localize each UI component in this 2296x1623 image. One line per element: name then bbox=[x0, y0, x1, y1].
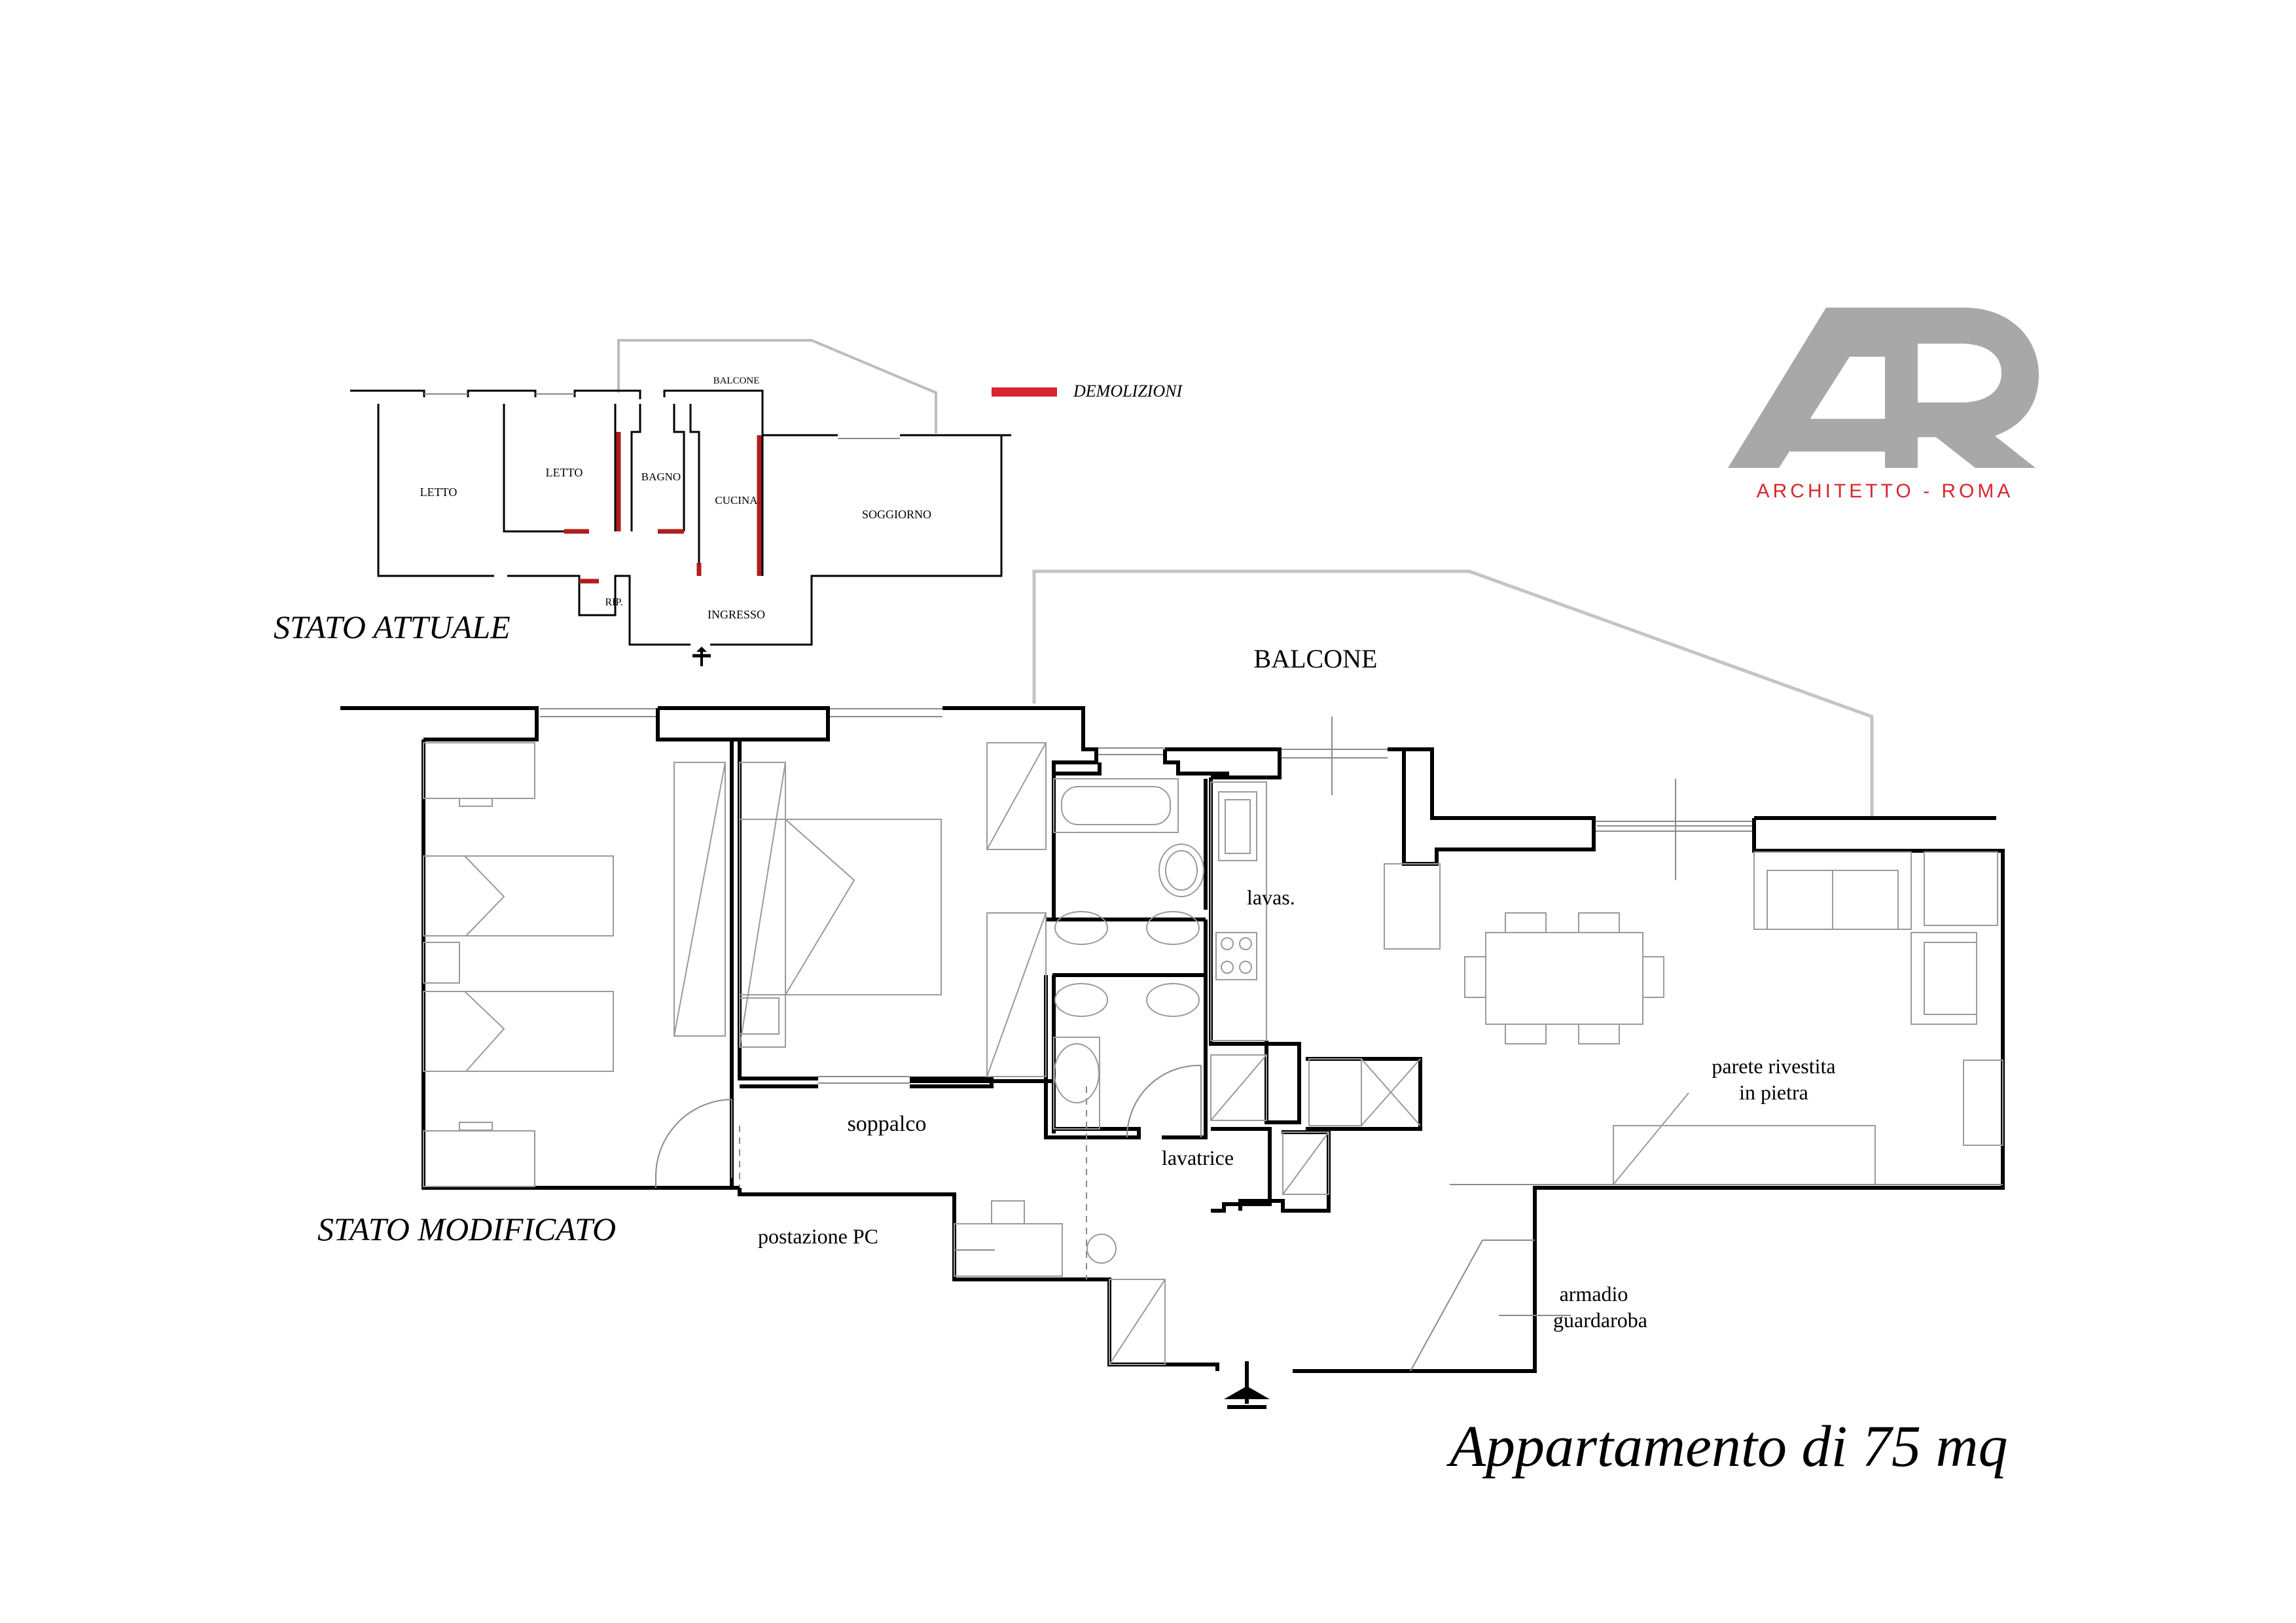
modified-balcony-outline bbox=[1032, 569, 1874, 817]
toilet-2 bbox=[1054, 983, 1108, 1017]
shower bbox=[1210, 1054, 1267, 1121]
modified-label-mezzanine: soppalco bbox=[848, 1112, 927, 1136]
bidet-1 bbox=[1146, 911, 1200, 945]
existing-label-bedroom-2: LETTO bbox=[546, 466, 583, 479]
demolition-legend-label: DEMOLIZIONI bbox=[1073, 382, 1183, 401]
coat-stand bbox=[1086, 1234, 1117, 1264]
wardrobe-leader-line bbox=[1410, 1240, 1483, 1372]
kitchen-fixtures bbox=[1210, 781, 1267, 1041]
bathtub bbox=[1053, 778, 1179, 833]
modified-label-stone-wall-1: parete rivestita bbox=[1712, 1054, 1835, 1078]
modified-label-washing-machine: lavatrice bbox=[1162, 1146, 1234, 1169]
plan-existing: BALCONE LETTO LETTO BAGNO CUCINA SOGGIOR… bbox=[274, 339, 1011, 666]
existing-label-entrance: INGRESSO bbox=[708, 608, 765, 621]
existing-balcony-outline bbox=[617, 339, 937, 433]
living-furniture bbox=[1384, 851, 2003, 1372]
nightstand bbox=[423, 942, 460, 984]
existing-perimeter bbox=[377, 404, 494, 577]
wardrobe-left bbox=[673, 762, 726, 1037]
bedroom-furniture bbox=[423, 742, 942, 1187]
existing-label-bathroom: BAGNO bbox=[641, 471, 681, 483]
kitchen-island bbox=[1384, 863, 1441, 950]
existing-facade-top bbox=[350, 389, 425, 397]
logo: ARCHITETTO - ROMA bbox=[1728, 308, 2039, 502]
desk-bottom bbox=[423, 1130, 535, 1187]
existing-label-kitchen: CUCINA bbox=[715, 494, 758, 507]
toilet-1 bbox=[1054, 911, 1108, 945]
single-bed-2 bbox=[423, 991, 614, 1072]
modified-label-sink: lavas. bbox=[1247, 885, 1295, 909]
modified-label-stone-wall-2: in pietra bbox=[1739, 1080, 1808, 1104]
existing-label-living: SOGGIORNO bbox=[862, 508, 931, 521]
existing-label-balcony: BALCONE bbox=[713, 376, 760, 386]
bathroom-fixtures bbox=[986, 742, 1421, 1195]
legend: DEMOLIZIONI bbox=[992, 382, 1183, 401]
modified-label-pc-station: postazione PC bbox=[758, 1224, 878, 1248]
bidet-2 bbox=[1146, 983, 1200, 1017]
modified-entrance-arrow-icon bbox=[1224, 1361, 1270, 1409]
modified-label-wardrobe-1: armadio bbox=[1560, 1282, 1628, 1306]
plan-modified: BALCONE lavas. soppalco lavatrice postaz… bbox=[317, 569, 2005, 1409]
logo-monogram-icon bbox=[1728, 308, 2039, 468]
modified-perimeter bbox=[422, 740, 1219, 1371]
modified-plan-title: STATO MODIFICATO bbox=[317, 1211, 616, 1247]
modified-windows bbox=[540, 708, 1754, 880]
demolition-swatch bbox=[992, 387, 1057, 397]
single-bed-1 bbox=[423, 855, 614, 936]
main-title: Appartamento di 75 mq bbox=[1446, 1414, 2007, 1479]
stove-icon bbox=[1215, 932, 1257, 980]
entrance-furniture bbox=[954, 1200, 1166, 1365]
logo-caption: ARCHITETTO - ROMA bbox=[1757, 480, 2014, 502]
existing-entrance-arrow-icon bbox=[692, 647, 711, 666]
existing-plan-title: STATO ATTUALE bbox=[274, 609, 511, 645]
existing-label-storage: RIP. bbox=[605, 597, 622, 608]
existing-wall-bedroom2 bbox=[503, 404, 589, 533]
stone-wall-bench bbox=[1613, 1125, 1876, 1185]
sink-2 bbox=[1054, 1043, 1100, 1103]
armchair bbox=[1910, 932, 1977, 1025]
double-bed bbox=[739, 819, 942, 995]
kitchen-counter bbox=[1210, 781, 1267, 1041]
existing-label-bedroom-1: LETTO bbox=[420, 486, 457, 499]
modified-label-wardrobe-2: guardaroba bbox=[1553, 1308, 1647, 1332]
modified-doors bbox=[655, 1064, 1202, 1279]
desk-top bbox=[423, 742, 535, 799]
dining-table bbox=[1485, 932, 1643, 1025]
kitchen-sink bbox=[1218, 791, 1257, 861]
sink-1 bbox=[1158, 844, 1204, 897]
modified-facade bbox=[340, 706, 2005, 1373]
modified-label-balcony: BALCONE bbox=[1254, 644, 1378, 673]
